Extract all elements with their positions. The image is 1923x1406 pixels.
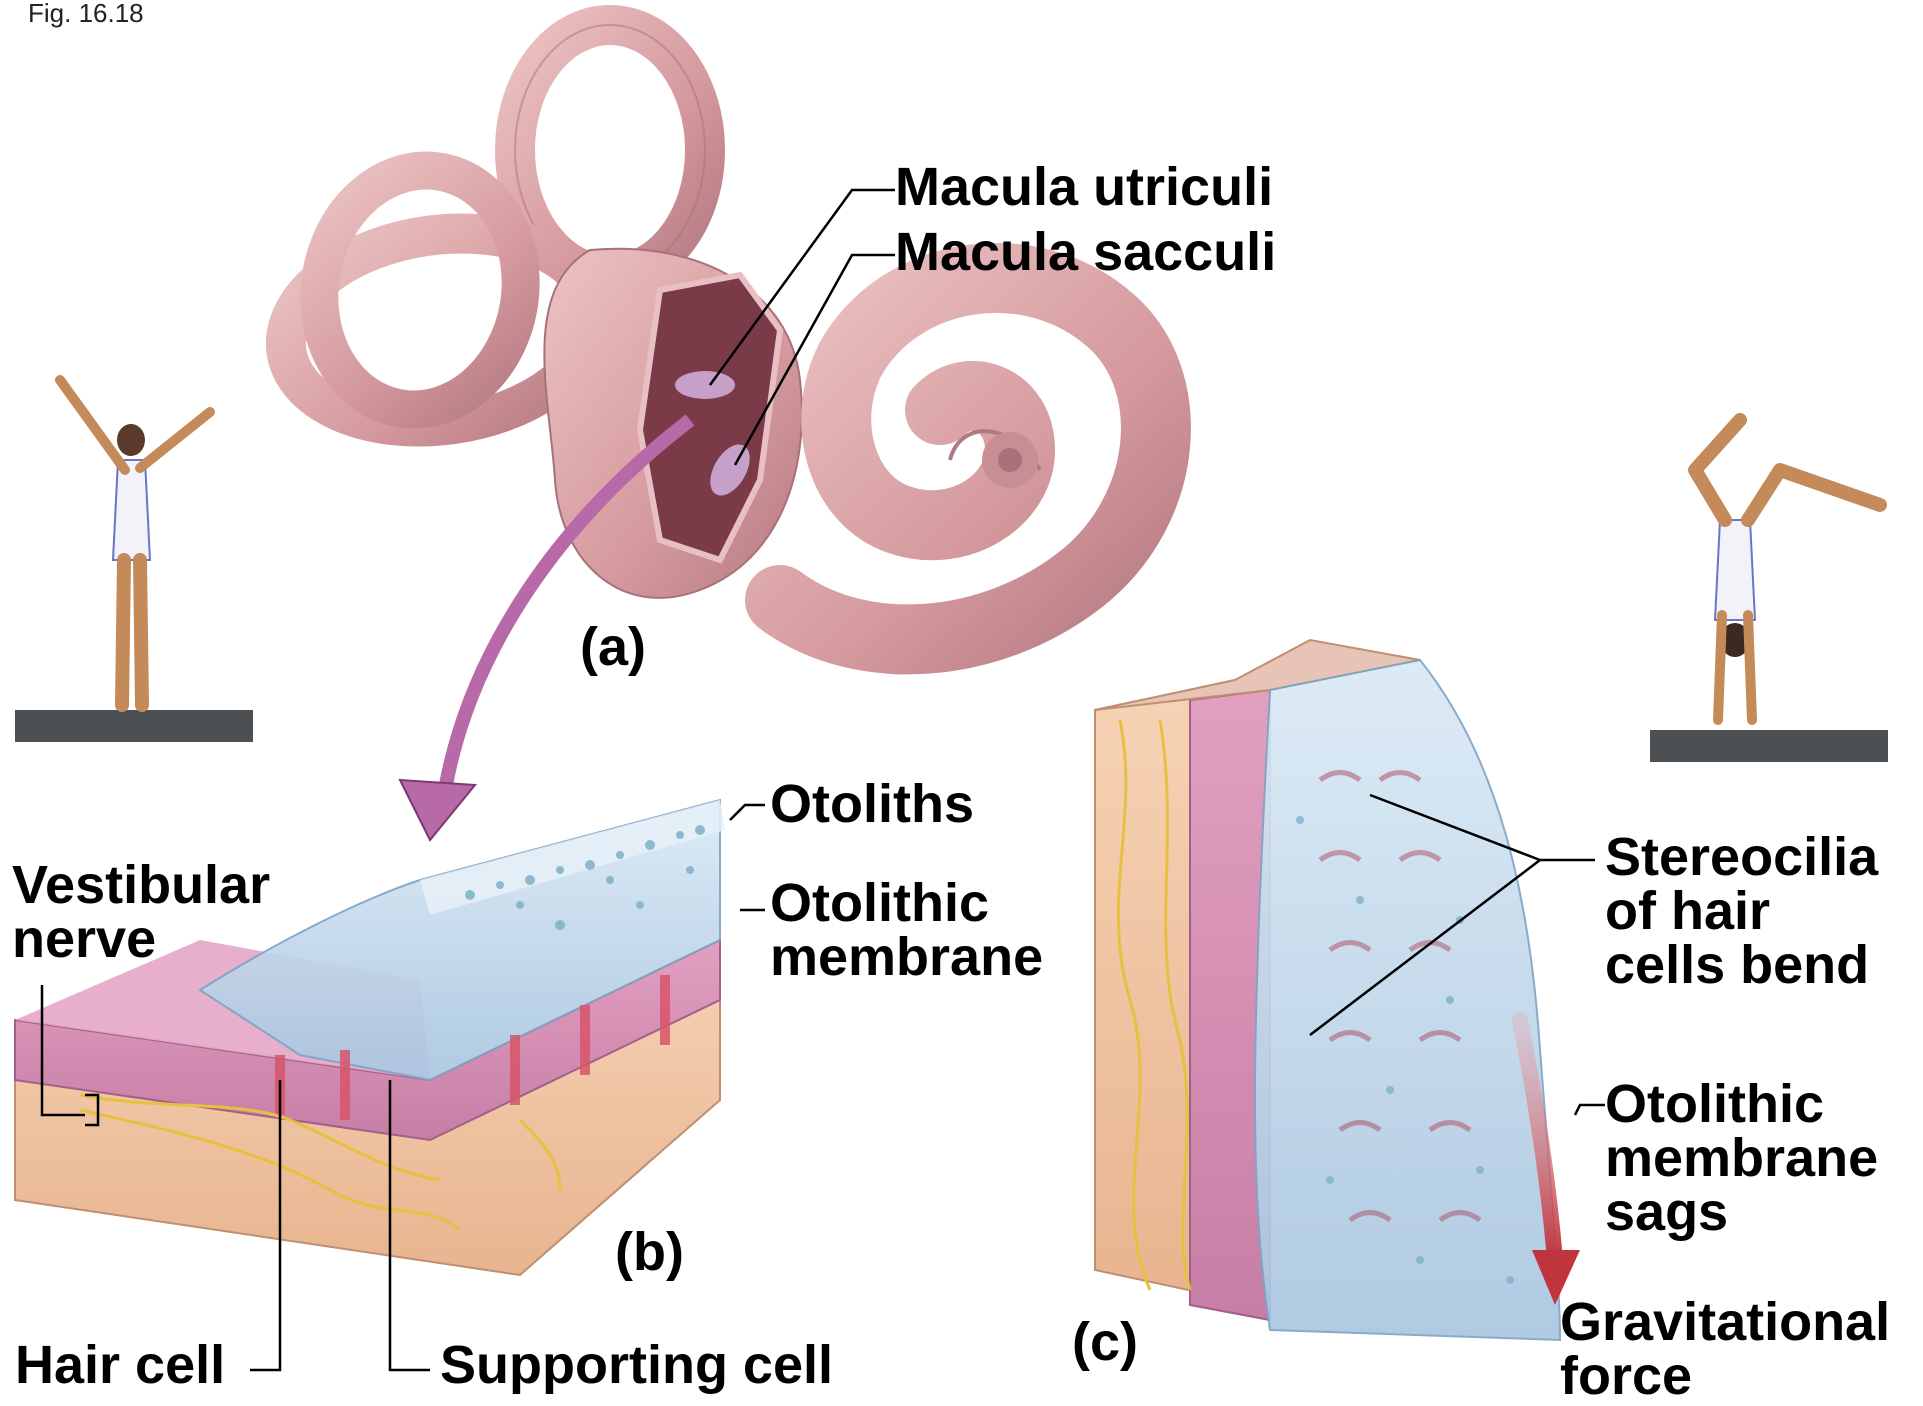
- label-otolithic-membrane-c: Otolithic membrane sags: [1605, 1077, 1878, 1239]
- inner-ear-illustration: [273, 25, 1156, 639]
- direction-arrow: [400, 780, 475, 840]
- panel-a-label: (a): [580, 620, 646, 674]
- panel-c-label: (c): [1072, 1315, 1138, 1369]
- macula-utriculi-shape: [675, 371, 735, 399]
- label-macula-sacculi: Macula sacculi: [895, 225, 1276, 279]
- label-macula-utriculi: Macula utriculi: [895, 160, 1273, 214]
- label-stereocilia: Stereocilia of hair cells bend: [1605, 830, 1878, 992]
- label-otolithic-membrane-b: Otolithic membrane: [770, 876, 1043, 984]
- panel-b-label: (b): [615, 1225, 684, 1279]
- label-hair-cell: Hair cell: [15, 1338, 225, 1392]
- label-vestibular-nerve: Vestibular nerve: [12, 858, 270, 966]
- label-supporting-cell: Supporting cell: [440, 1338, 833, 1392]
- tilted-macula-block: [1095, 640, 1560, 1340]
- label-otoliths: Otoliths: [770, 777, 974, 831]
- label-gravitational-force: Gravitational force: [1560, 1295, 1890, 1403]
- figure-number: Fig. 16.18: [28, 0, 144, 26]
- gymnast-handstand-figure: [1650, 420, 1888, 762]
- gymnast-standing-figure: [15, 380, 253, 742]
